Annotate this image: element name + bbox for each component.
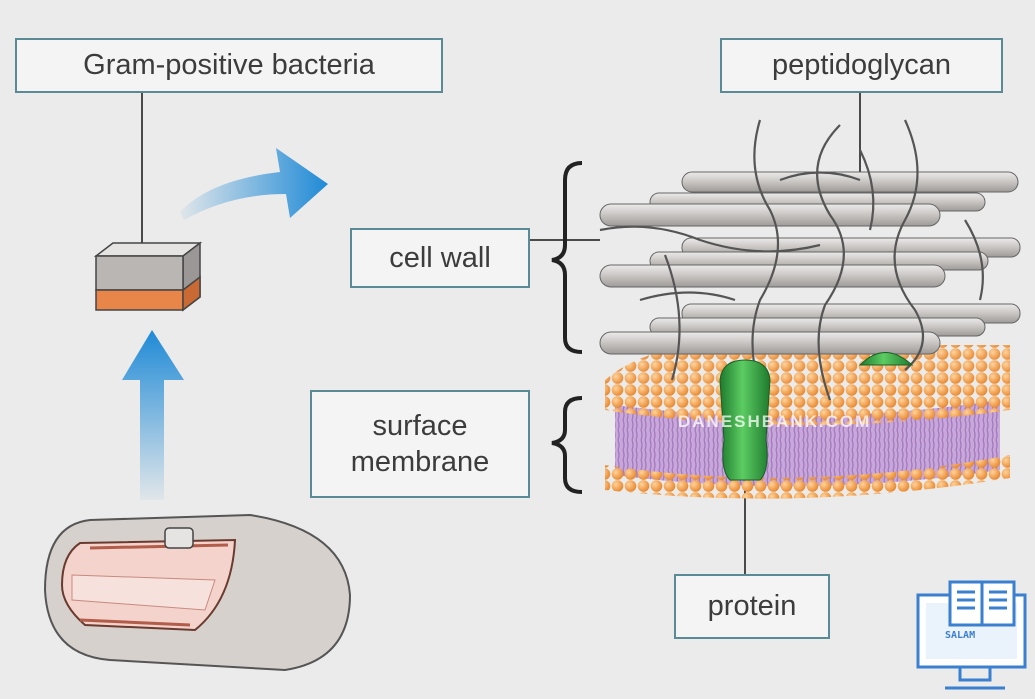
logo-text: SALAM <box>945 630 976 641</box>
wall-section-cube <box>93 241 203 312</box>
cell-wall-brace <box>551 161 583 354</box>
logo-icon <box>916 580 1027 690</box>
surface-membrane-label-line2: membrane <box>350 446 490 478</box>
peptide-crosslinks <box>599 119 984 401</box>
surface-membrane-brace <box>551 396 583 494</box>
peptidoglycan-label: peptidoglycan <box>720 38 1003 93</box>
surface-membrane-label: surface membrane <box>310 390 530 498</box>
cell-wall-label: cell wall <box>350 228 530 288</box>
protein-icon <box>719 352 914 481</box>
gram-positive-bacteria-label: Gram-positive bacteria <box>15 38 443 93</box>
peptidoglycan-rod <box>599 171 1021 355</box>
bacterium-cell <box>43 513 352 672</box>
protein-label: protein <box>674 574 830 639</box>
arrow-right-icon <box>180 148 328 220</box>
watermark-text: DANESHBANK.COM <box>678 412 872 431</box>
membrane-bilayer <box>605 345 1010 499</box>
arrow-up-icon <box>122 330 184 500</box>
peptidoglycan-layer <box>599 119 1021 401</box>
surface-membrane-label-line1: surface <box>372 409 468 442</box>
